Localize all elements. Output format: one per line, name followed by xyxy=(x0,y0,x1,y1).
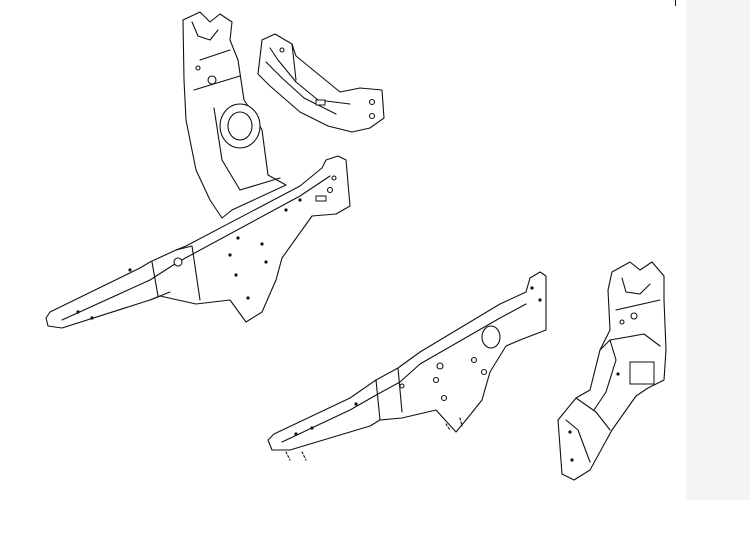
right-gray-panel xyxy=(686,0,750,500)
top-tick-mark xyxy=(675,0,676,6)
lower-side-frame-plate xyxy=(267,271,547,461)
right-support-bracket xyxy=(557,261,667,481)
small-mounting-bracket xyxy=(257,33,385,133)
exploded-parts-diagram xyxy=(45,11,667,481)
upper-frame-bracket-assembly xyxy=(45,11,351,329)
